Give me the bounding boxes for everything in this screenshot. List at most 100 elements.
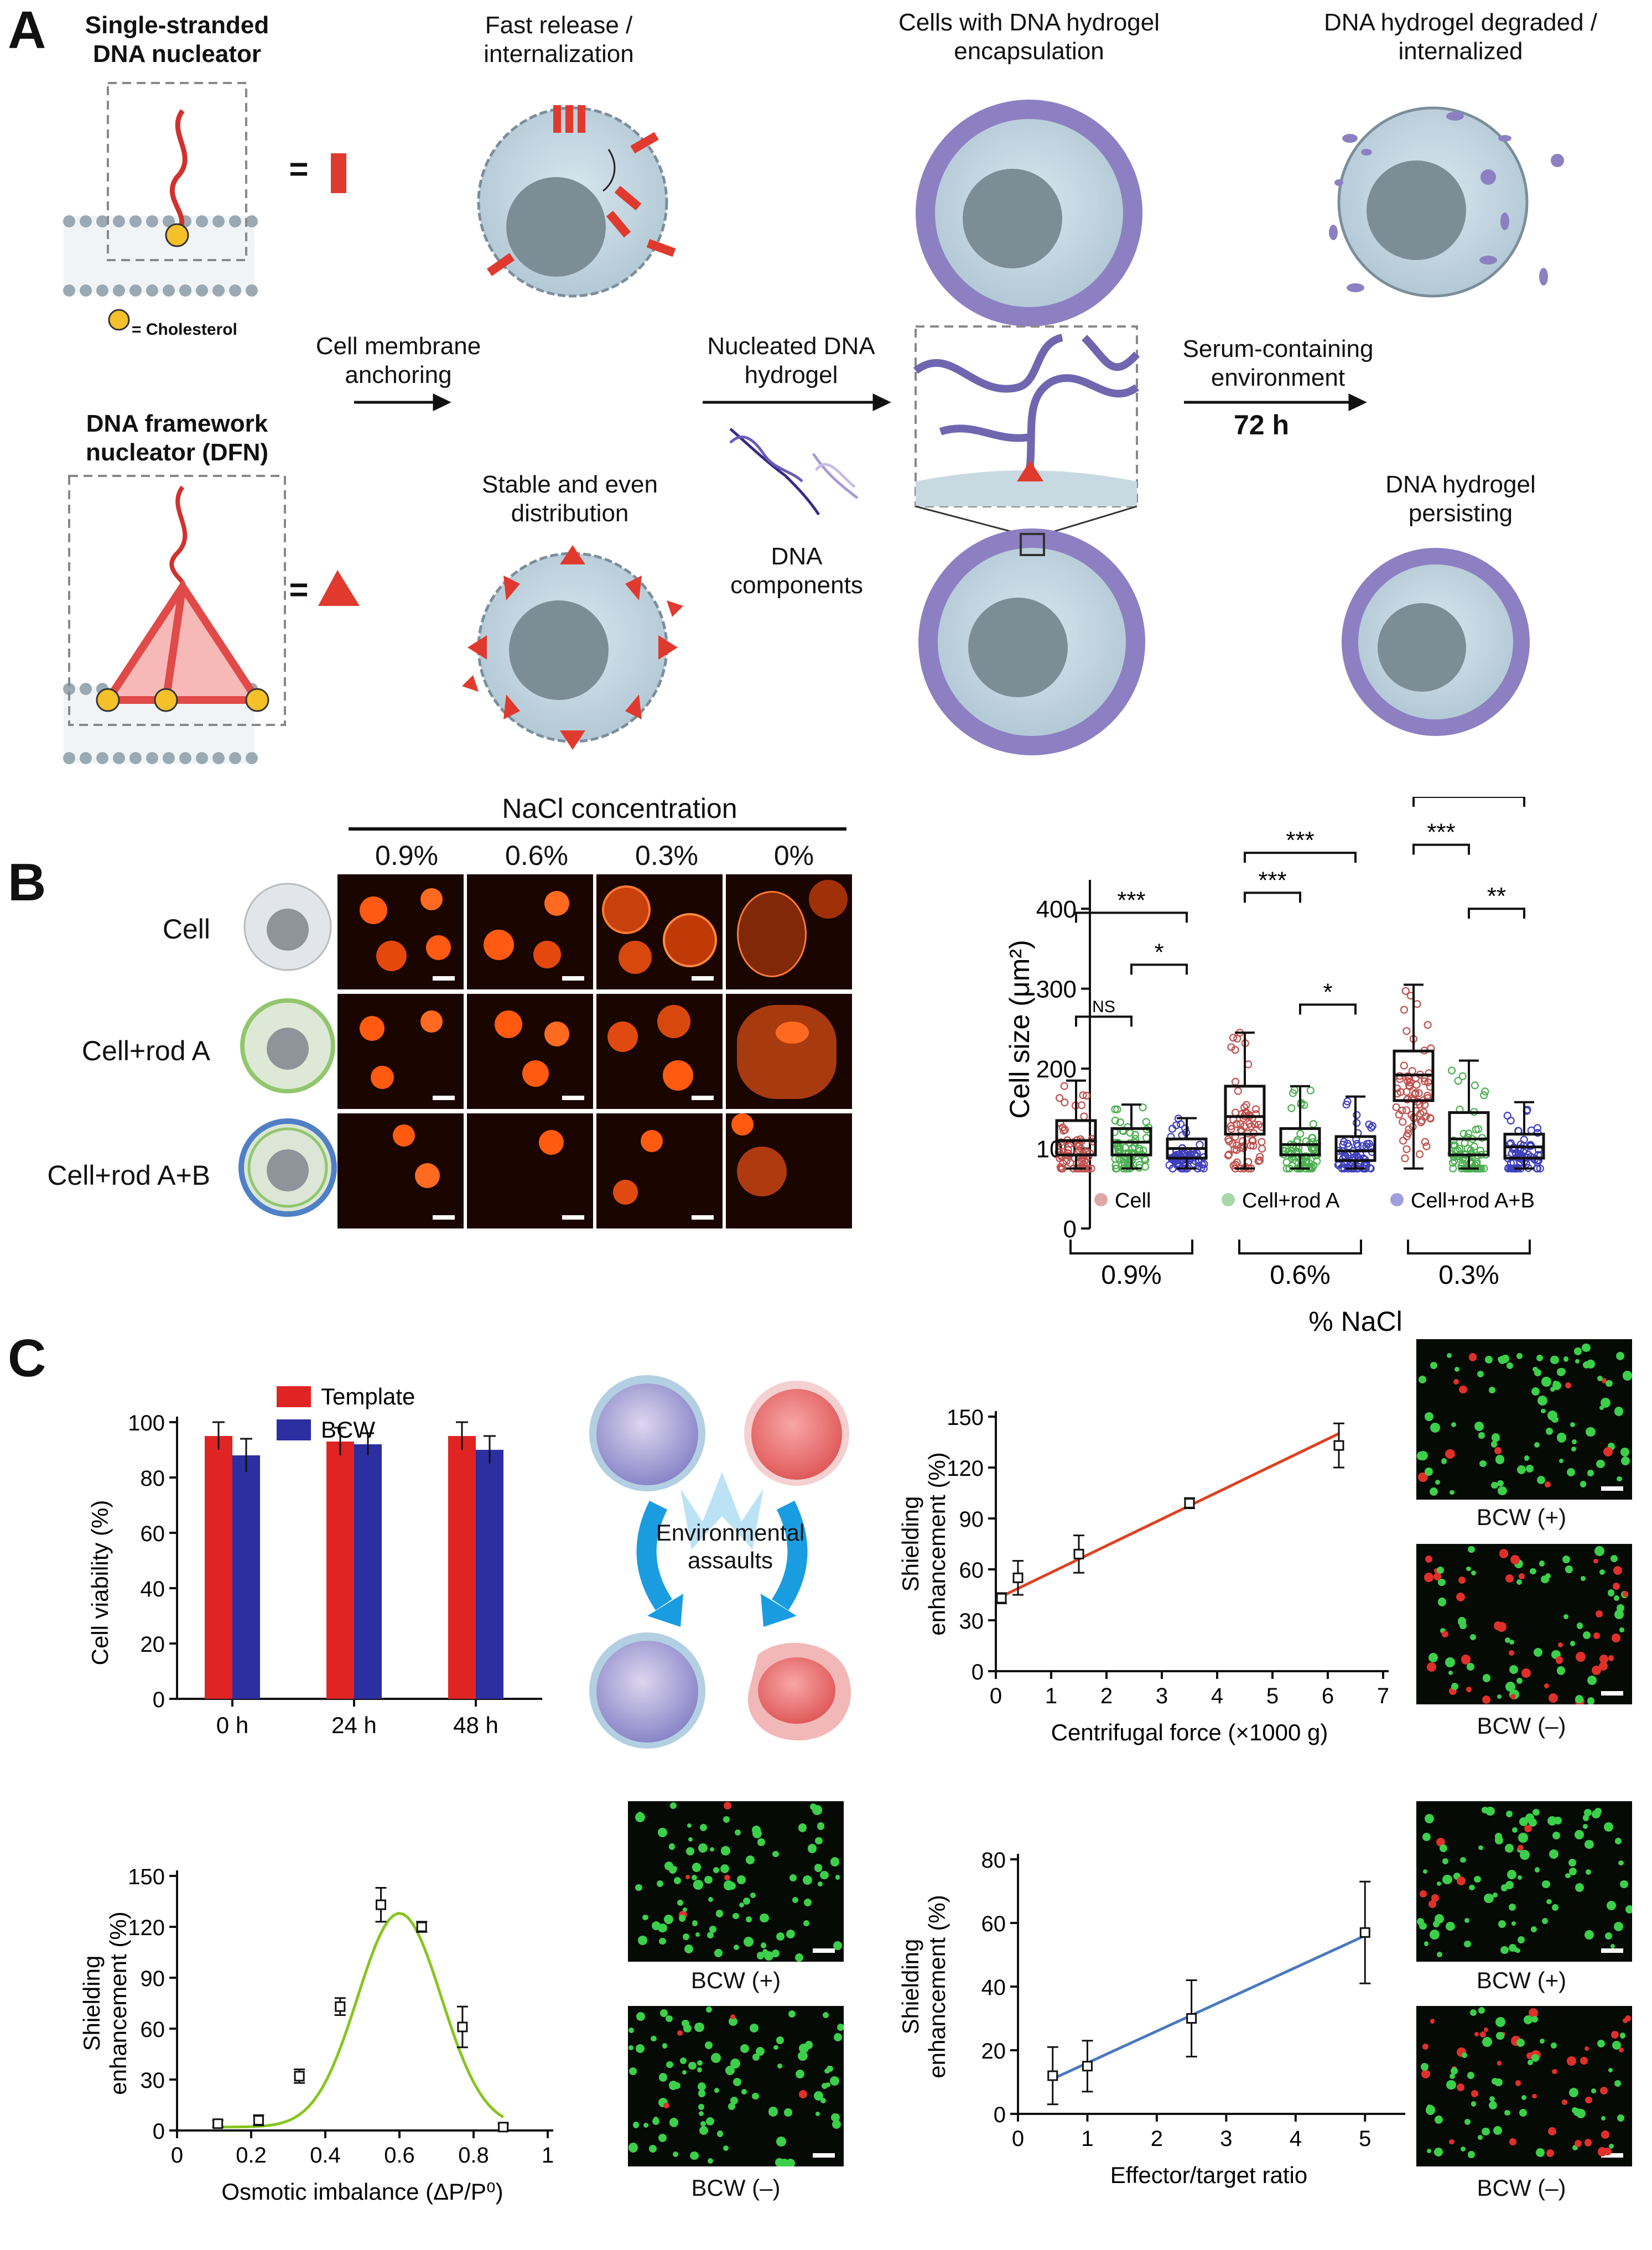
fluorescent-cell-dot bbox=[674, 1877, 682, 1885]
fluorescent-cell-dot bbox=[830, 1857, 839, 1867]
micrograph-cell-06 bbox=[467, 874, 593, 989]
bar-x-tick-label: 24 h bbox=[331, 1712, 377, 1738]
fluorescent-cell-dot bbox=[752, 2053, 760, 2061]
fluorescent-cell-dot bbox=[705, 2041, 713, 2050]
fluorescent-cell-dot bbox=[784, 2108, 792, 2117]
fluorescent-cell-dot bbox=[635, 1812, 646, 1823]
fluorescent-cell-dot bbox=[835, 1875, 840, 1880]
fluorescent-cell-dot bbox=[1608, 2068, 1613, 2073]
fluorescent-cell-dot bbox=[827, 2065, 833, 2072]
fluorescent-cell-dot bbox=[659, 1937, 666, 1945]
fluorescent-cell-dot bbox=[1555, 1656, 1563, 1664]
fluorescent-cell-dot bbox=[1547, 1816, 1557, 1826]
box-data-point bbox=[1338, 1164, 1346, 1173]
fluorescent-cell-dot bbox=[1417, 1472, 1428, 1482]
fluorescent-cell-dot bbox=[1451, 1683, 1459, 1691]
fluorescent-cell-dot bbox=[1591, 2088, 1597, 2093]
fluorescent-cell-dot bbox=[1428, 1653, 1438, 1663]
fluorescent-cell-dot bbox=[730, 2014, 735, 2020]
fluorescent-cell-dot bbox=[1495, 2017, 1506, 2028]
fluorescent-cell-dot bbox=[1418, 1375, 1427, 1384]
fluorescent-cell-dot bbox=[677, 2030, 683, 2036]
xy-y-tick-label: 0 bbox=[994, 2103, 1006, 2127]
xy-x-tick-label: 0 bbox=[171, 2143, 183, 2168]
fluorescent-cell-dot bbox=[803, 1898, 812, 1906]
fluorescent-cell-dot bbox=[1466, 1686, 1472, 1692]
legend-label: BCW bbox=[321, 1417, 375, 1443]
fluorescent-cell-dot bbox=[1442, 1874, 1452, 1885]
micrograph-grid bbox=[337, 874, 853, 1228]
significance-bracket bbox=[1075, 1015, 1132, 1027]
box-data-point bbox=[1402, 1087, 1411, 1096]
fluorescent-cell-dot bbox=[1594, 1546, 1605, 1556]
fluorescent-cell-dot bbox=[832, 2119, 841, 2129]
fluorescent-cell-dot bbox=[1493, 1893, 1498, 1898]
fluorescent-cell-dot bbox=[705, 2117, 715, 2126]
fluorescent-cell-dot bbox=[1531, 2015, 1538, 2023]
xy-y-tick-label: 0 bbox=[972, 1660, 984, 1684]
legend-marker bbox=[1094, 1193, 1108, 1206]
box-data-point bbox=[1113, 1105, 1121, 1113]
fluorescent-cell-dot bbox=[822, 2011, 829, 2018]
fluorescent-cell-dot bbox=[1464, 2118, 1471, 2125]
legend-swatch bbox=[277, 1386, 311, 1407]
fluorescent-cell-dot bbox=[709, 1847, 715, 1852]
fluorescent-cell-dot bbox=[1495, 1455, 1505, 1464]
box-data-point bbox=[1411, 1089, 1420, 1097]
box-y-axis-label: Cell size (μm²) bbox=[1004, 940, 1035, 1118]
fluorescent-cell-dot bbox=[664, 1861, 674, 1870]
fluorescent-cell-dot bbox=[1516, 1678, 1523, 1684]
xy-y-axis-label: Shielding bbox=[79, 1956, 105, 2051]
hydrogel-cell-top bbox=[916, 100, 1142, 326]
significance-bracket bbox=[1412, 843, 1470, 855]
bar-y-tick-label: 20 bbox=[141, 1632, 165, 1657]
fluorescent-cell-dot bbox=[1599, 1655, 1609, 1664]
fluorescent-cell-dot bbox=[760, 1913, 769, 1923]
fluorescent-cell-dot bbox=[739, 1902, 744, 1908]
xy-x-tick-label: 1 bbox=[1045, 1684, 1057, 1708]
fluorescent-cell-dot bbox=[1550, 1386, 1556, 1392]
legend-label: Cell bbox=[1115, 1189, 1151, 1212]
fluorescent-cell-dot bbox=[693, 1880, 703, 1890]
micrograph-rod-a-06 bbox=[467, 994, 593, 1109]
category-label: 0.3% bbox=[1438, 1261, 1499, 1290]
fluorescent-cell-dot bbox=[1601, 2130, 1610, 2139]
stable-distribution-cell bbox=[462, 545, 683, 750]
fluorescent-cell-dot bbox=[660, 2009, 668, 2017]
fluorescent-cell-dot bbox=[741, 2089, 747, 2095]
fit-curve bbox=[217, 1911, 504, 2129]
panel-a-schematic bbox=[63, 82, 1564, 764]
persisting-label: DNA hydrogel persisting bbox=[1385, 471, 1536, 527]
box-data-point bbox=[1227, 1122, 1235, 1131]
fluorescent-cell-dot bbox=[1433, 2147, 1443, 2156]
bcw-cell-before bbox=[589, 1375, 705, 1491]
fluorescent-cell-dot bbox=[1563, 1614, 1568, 1620]
fluorescent-cell-dot bbox=[1448, 1670, 1453, 1675]
fluor-osmotic-bcw-plus bbox=[628, 1801, 844, 1962]
cell-rod-ab-icon bbox=[238, 1118, 337, 1217]
fluorescent-cell-dot bbox=[1499, 1549, 1509, 1558]
fluorescent-cell-dot bbox=[1551, 1416, 1559, 1423]
box-data-point bbox=[1142, 1134, 1151, 1142]
xy-x-tick-label: 1 bbox=[542, 2143, 554, 2168]
fluorescent-cell-dot bbox=[1557, 1666, 1566, 1675]
equals-sign-1: = bbox=[289, 151, 309, 188]
fluorescent-cell-dot bbox=[1494, 1621, 1503, 1630]
fluorescent-cell-dot bbox=[708, 1896, 714, 1902]
dna-helix-icon bbox=[729, 428, 859, 516]
fluorescent-cell-dot bbox=[1480, 2031, 1486, 2038]
hydrogel-cell-bottom bbox=[918, 528, 1145, 755]
fluorescent-cell-dot bbox=[1482, 1674, 1491, 1683]
data-point bbox=[1012, 1572, 1024, 1583]
fluorescent-cell-dot bbox=[1467, 2071, 1475, 2079]
fluorescent-cell-dot bbox=[1461, 1655, 1471, 1665]
fluorescent-cell-dot bbox=[1504, 2109, 1510, 2116]
fluorescent-cell-dot bbox=[704, 1875, 713, 1884]
xy-x-tick-label: 4 bbox=[1290, 2127, 1302, 2151]
significance-bracket bbox=[1244, 891, 1301, 903]
fluorescent-cell-dot bbox=[1435, 1914, 1445, 1924]
anchoring-label: Cell membrane anchoring bbox=[315, 333, 481, 388]
fluorescent-cell-dot bbox=[1456, 1593, 1466, 1602]
fluorescent-cell-dot bbox=[833, 2033, 843, 2042]
fluorescent-cell-dot bbox=[1505, 1574, 1514, 1583]
